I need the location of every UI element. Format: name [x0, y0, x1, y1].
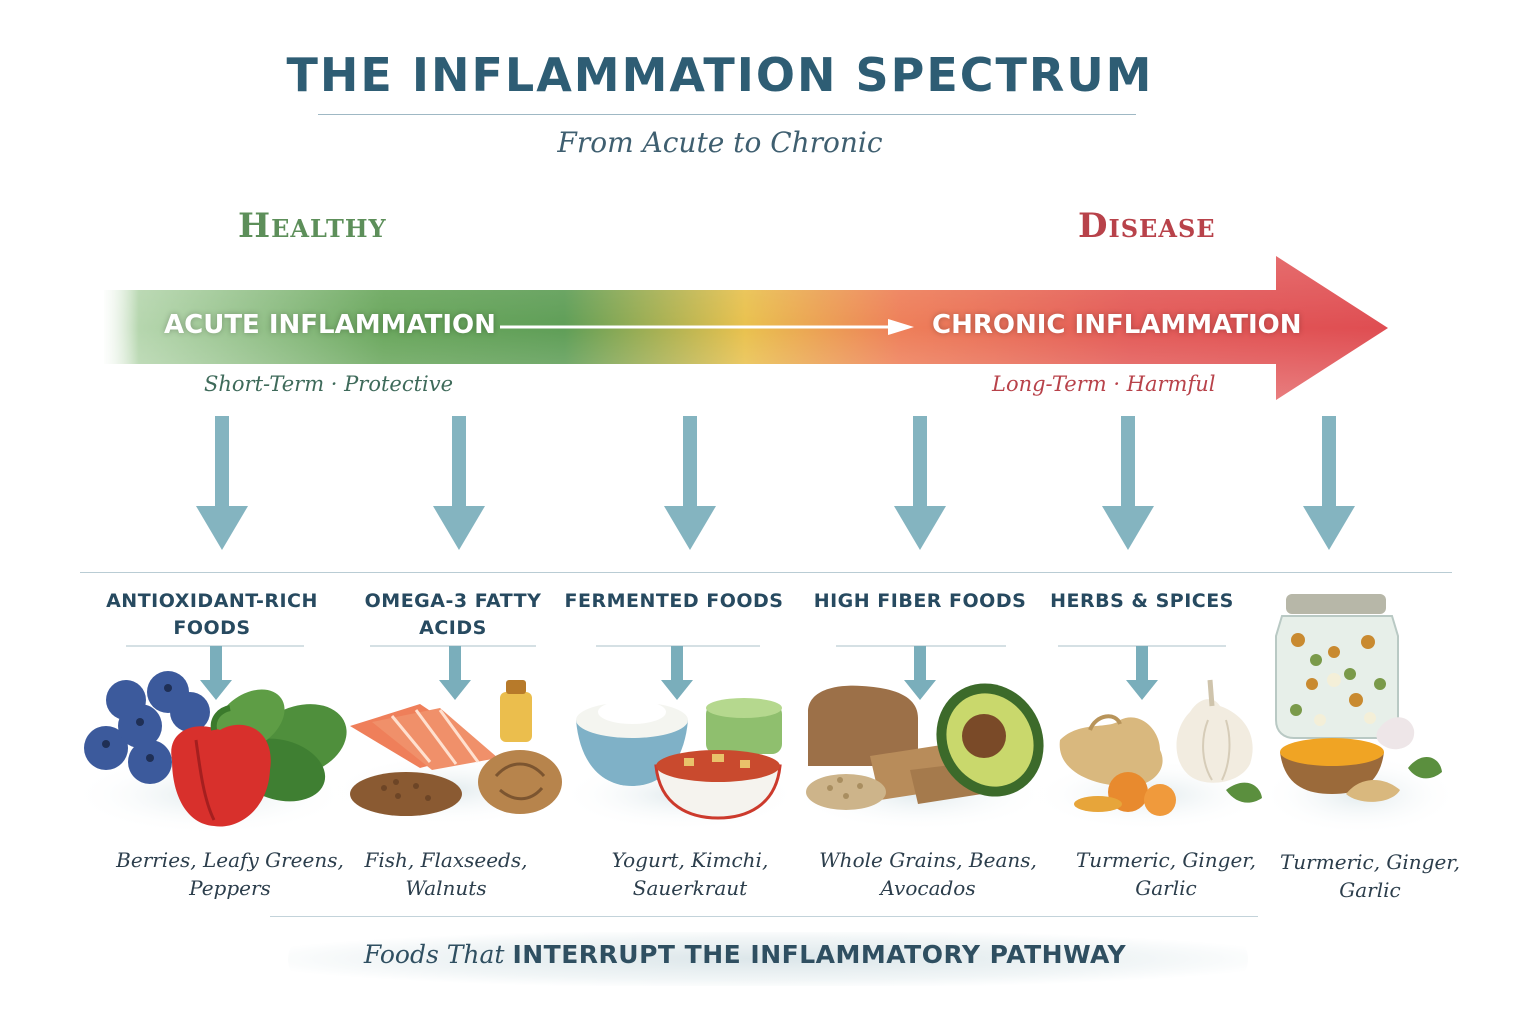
acute-inflammation-label: ACUTE INFLAMMATION — [164, 310, 496, 340]
down-arrow-icon — [433, 416, 485, 550]
category-title-fermented: FERMENTED FOODS — [564, 590, 784, 612]
footer-emphasis-text: INTERRUPT THE INFLAMMATORY PATHWAY — [512, 940, 1127, 969]
yogurt-kimchi-illustration — [560, 698, 800, 831]
category-examples-fermented: Yogurt, Kimchi, Sauerkraut — [611, 848, 769, 900]
down-arrow-icon — [664, 416, 716, 550]
down-arrow-icon — [1303, 416, 1355, 550]
acute-description: Short-Term · Protective — [204, 372, 454, 396]
category-arrows — [196, 416, 1355, 550]
down-arrow-icon — [1102, 416, 1154, 550]
salmon-flaxseed-walnut-illustration — [330, 680, 570, 826]
category-title-herbs: HERBS & SPICES — [1050, 590, 1234, 612]
footer-divider — [270, 916, 1258, 917]
footer-lead-text: Foods That — [363, 940, 505, 969]
chronic-description: Long-Term · Harmful — [992, 372, 1216, 396]
down-arrow-icon — [196, 416, 248, 550]
category-examples-herbs: Turmeric, Ginger, Garlic — [1075, 848, 1257, 900]
footer-background — [288, 932, 1248, 986]
footer-caption: Foods That INTERRUPT THE INFLAMMATORY PA… — [0, 940, 1490, 969]
down-arrow-icon — [904, 646, 936, 700]
category-title-fiber: HIGH FIBER FOODS — [813, 590, 1027, 612]
bread-grains-avocado-illustration — [790, 683, 1050, 831]
page-subtitle: From Acute to Chronic — [557, 126, 883, 159]
category-title-omega3: OMEGA-3 FATTY ACIDS — [364, 590, 542, 639]
section-divider — [80, 572, 1452, 573]
food-illustrations — [70, 594, 1460, 835]
page-title: THE INFLAMMATION SPECTRUM — [286, 48, 1154, 102]
category-examples-spice-jar: Turmeric, Ginger, Garlic — [1279, 850, 1461, 902]
category-examples-omega3: Fish, Flaxseeds, Walnuts — [364, 848, 528, 900]
title-divider — [318, 114, 1136, 115]
spectrum-arrow — [104, 256, 1388, 400]
down-arrow-icon — [661, 646, 693, 700]
chronic-inflammation-label: CHRONIC INFLAMMATION — [932, 310, 1302, 340]
berries-peppers-greens-illustration — [70, 671, 350, 835]
down-arrow-icon — [1126, 646, 1158, 700]
ginger-turmeric-garlic-illustration — [1030, 679, 1270, 831]
down-arrow-icon — [200, 646, 232, 700]
category-examples-fiber: Whole Grains, Beans, Avocados — [819, 848, 1037, 900]
category-examples-antioxidant: Berries, Leafy Greens, Peppers — [116, 848, 344, 900]
category-title-antioxidant: ANTIOXIDANT-RICH FOODS — [106, 590, 318, 639]
down-arrow-icon — [439, 646, 471, 700]
disease-pole-label: Disease — [1078, 206, 1216, 246]
spice-jar-turmeric-illustration — [1260, 594, 1460, 835]
healthy-pole-label: Healthy — [238, 206, 387, 246]
down-arrow-icon — [894, 416, 946, 550]
